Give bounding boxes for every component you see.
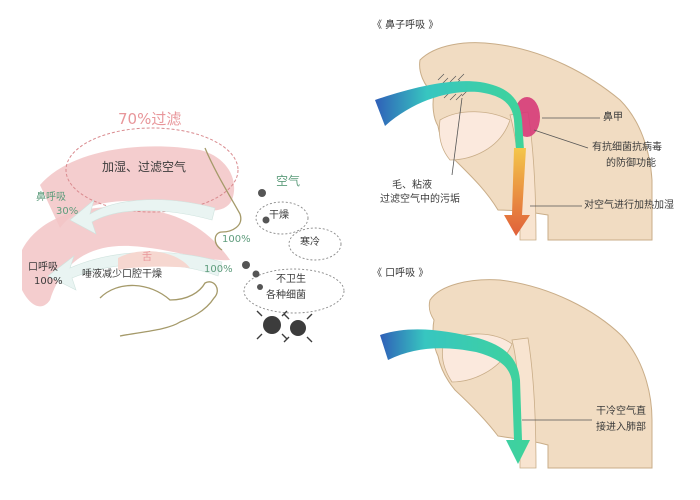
nose-breathing-title: 《 鼻子呼吸 》 xyxy=(372,20,438,33)
mouth-breath-label: 口呼吸 xyxy=(28,262,58,275)
dry-label: 干燥 xyxy=(269,210,289,223)
nose-breath-label: 鼻呼吸 xyxy=(36,192,66,205)
humidify-label: 加湿、过滤空气 xyxy=(102,160,186,175)
cold-air-label-line2: 接进入肺部 xyxy=(596,422,646,435)
tongue-label: 舌 xyxy=(142,252,152,265)
nose-percent-label: 30% xyxy=(56,206,78,219)
filter-percent-label: 70%过滤 xyxy=(118,110,181,129)
mouth-percent-label: 100% xyxy=(34,276,63,289)
large-germ-icons xyxy=(257,311,312,342)
unhygienic-label: 不卫生 xyxy=(276,274,306,287)
mouth-breathing-diagram xyxy=(380,280,652,468)
cold-label: 寒冷 xyxy=(300,237,320,250)
warm-humid-label: 对空气进行加热加湿 xyxy=(584,200,674,213)
upper-percent-label: 100% xyxy=(222,234,251,247)
germs-label: 各种细菌 xyxy=(266,290,306,303)
lower-percent-label: 100% xyxy=(204,264,233,277)
turbinate-label: 鼻甲 xyxy=(603,112,623,125)
saliva-label: 唾液减少口腔干燥 xyxy=(82,269,162,282)
antibac-label-line2: 的防御功能 xyxy=(606,158,656,171)
chin-contour xyxy=(100,282,217,336)
antibac-label-line1: 有抗细菌抗病毒 xyxy=(592,142,662,155)
mouth-breathing-title: 《 口呼吸 》 xyxy=(372,268,428,281)
cold-air-label-line1: 干冷空气直 xyxy=(596,406,646,419)
hair-label-line2: 过滤空气中的污垢 xyxy=(380,194,460,207)
hair-label-line1: 毛、粘液 xyxy=(392,180,432,193)
air-label: 空气 xyxy=(276,174,300,189)
